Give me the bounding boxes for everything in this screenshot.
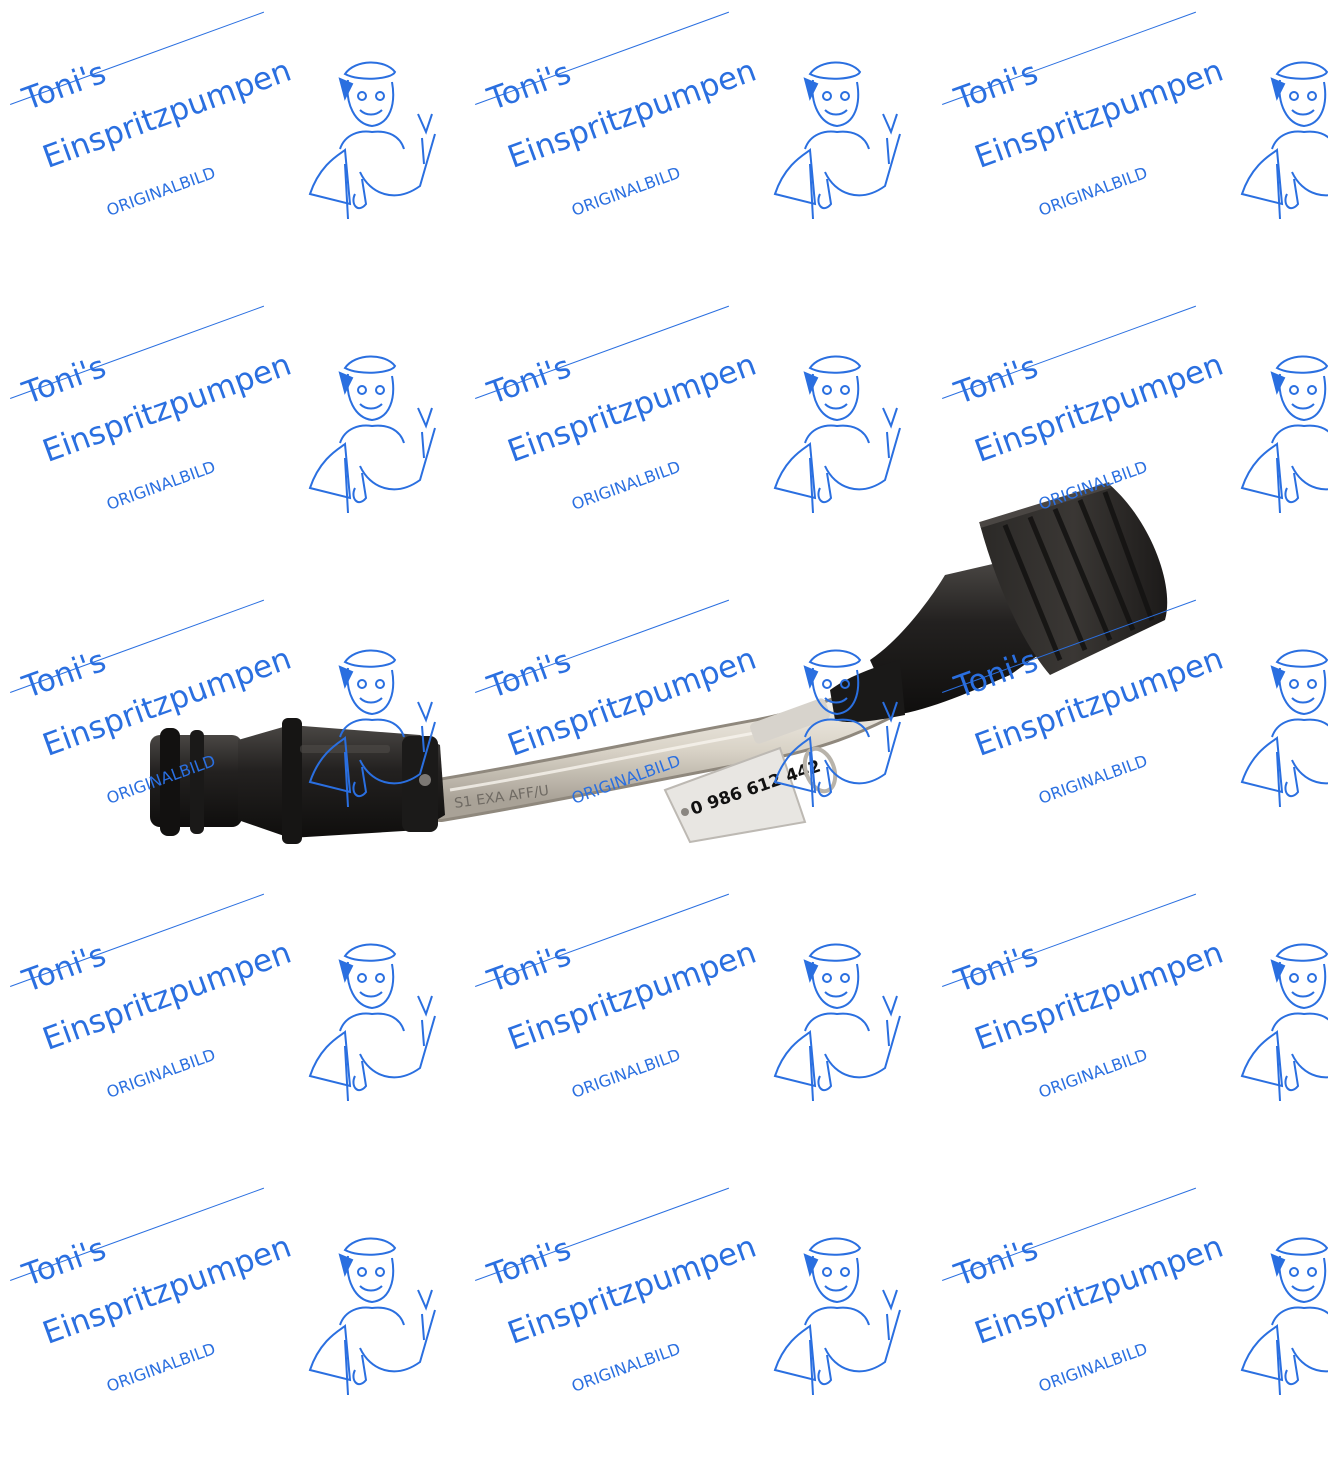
right-connector [830, 482, 1168, 723]
watermark-caption: ORIGINALBILD [104, 1338, 218, 1396]
product-photo: S1 EXA AFF/U 0 986 612 442 [150, 482, 1168, 844]
part-number-tag: 0 986 612 442 [663, 698, 838, 844]
watermark-caption: ORIGINALBILD [569, 1338, 683, 1396]
watermark-caption: ORIGINALBILD [1036, 1338, 1150, 1396]
left-connector [150, 718, 445, 844]
